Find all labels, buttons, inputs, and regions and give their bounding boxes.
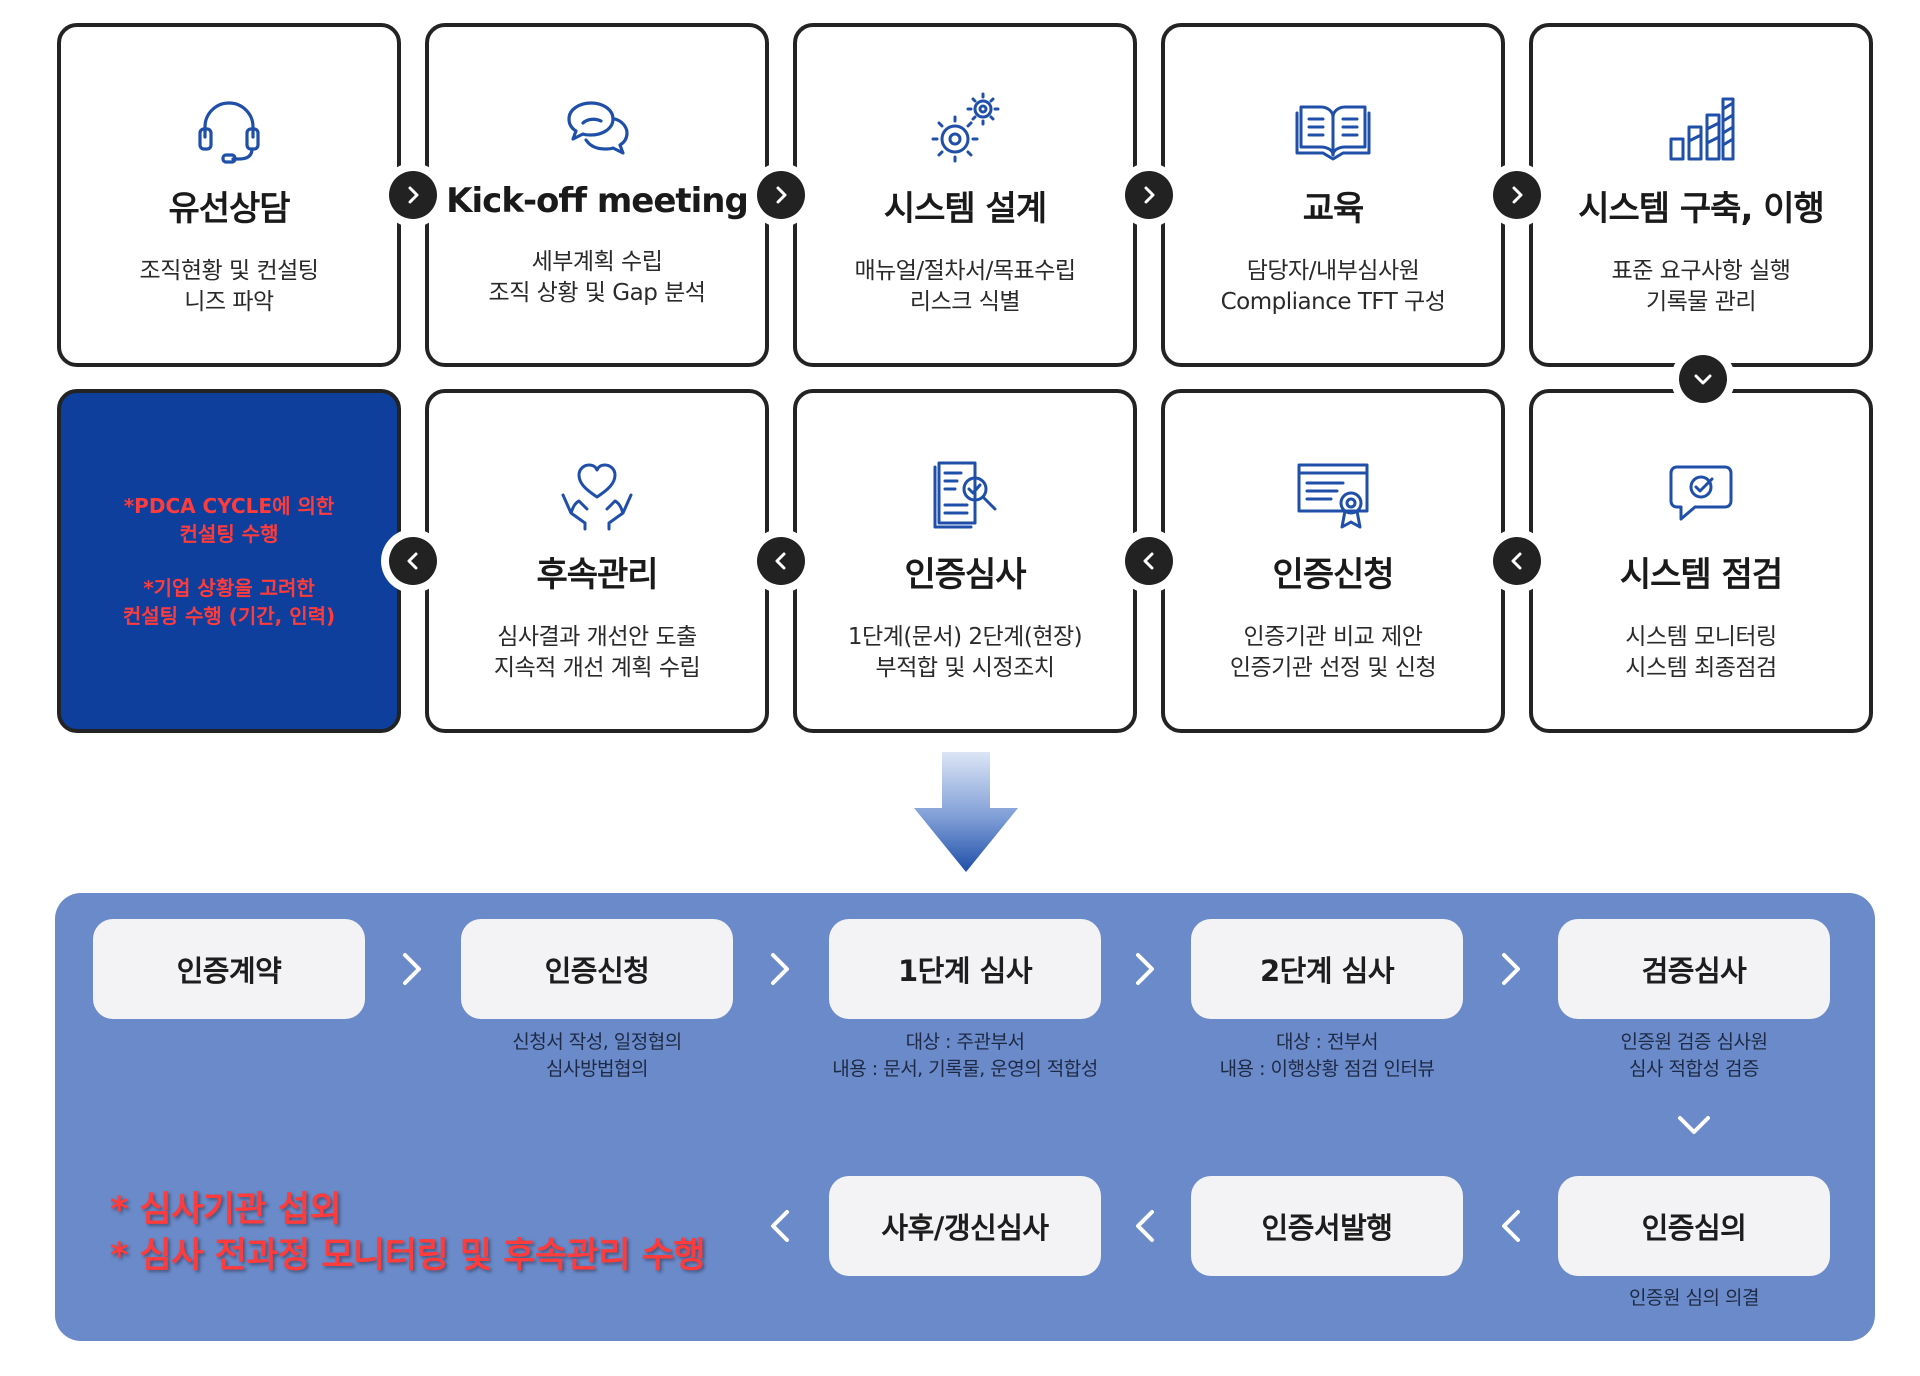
down-arrow-icon xyxy=(914,752,1018,872)
card-title: 인증신청 xyxy=(1272,555,1394,595)
card-desc: 1단계(문서) 2단계(현장) 부적합 및 시정조치 xyxy=(847,624,1083,681)
process-card-consult: 유선상담 조직현황 및 컨설팅 니즈 파악 xyxy=(57,23,401,367)
step-certification-review: 인증심의 xyxy=(1558,1176,1830,1276)
step-stage2-audit: 2단계 심사 xyxy=(1191,919,1463,1019)
step-application: 인증신청 xyxy=(461,919,733,1019)
chevron-left-icon xyxy=(1125,1206,1165,1246)
chevron-right-icon xyxy=(760,949,800,989)
chevron-left-icon xyxy=(407,552,418,570)
process-card-design: 시스템 설계 매뉴얼/절차서/목표수립 리스크 식별 xyxy=(793,23,1137,367)
process-card-education: 교육 담당자/내부심사원 Compliance TFT 구성 xyxy=(1161,23,1505,367)
chevron-left-icon xyxy=(760,1206,800,1246)
card-title: 후속관리 xyxy=(536,555,658,595)
certification-panel: 인증계약 인증신청 1단계 심사 2단계 심사 검증심사 신청서 작성, 일정협… xyxy=(55,893,1875,1341)
arrow-left-connector xyxy=(381,529,445,593)
step-verification-audit: 검증심사 xyxy=(1558,919,1830,1019)
chevron-right-icon xyxy=(1491,949,1531,989)
arrow-left-connector xyxy=(749,529,813,593)
step-stage1-desc: 대상 : 주관부서 내용 : 문서, 기록물, 운영의 적합성 xyxy=(832,1031,1098,1080)
step-post-renewal-audit: 사후/갱신심사 xyxy=(829,1176,1101,1276)
arrow-left-connector xyxy=(1485,529,1549,593)
arrow-left-connector xyxy=(1117,529,1181,593)
chevron-right-icon xyxy=(776,186,787,204)
step-review-desc: 인증원 심의 의결 xyxy=(1629,1287,1759,1309)
chevron-left-icon xyxy=(775,552,786,570)
chevron-left-icon xyxy=(1143,552,1154,570)
check-bubble-icon xyxy=(1661,455,1741,535)
card-desc: 매뉴얼/절차서/목표수립 리스크 식별 xyxy=(854,258,1076,315)
process-card-build: 시스템 구축, 이행 표준 요구사항 실행 기록물 관리 xyxy=(1529,23,1873,367)
card-desc: 표준 요구사항 실행 기록물 관리 xyxy=(1611,258,1791,315)
chevron-down-icon xyxy=(1674,1105,1714,1145)
step-verification-desc: 인증원 검증 심사원 심사 적합성 검증 xyxy=(1620,1031,1768,1080)
headset-icon xyxy=(189,89,269,169)
step-application-desc: 신청서 작성, 일정협의 심사방법협의 xyxy=(512,1031,682,1080)
chevron-right-icon xyxy=(392,949,432,989)
card-title: 시스템 구축, 이행 xyxy=(1578,189,1825,229)
step-stage2-desc: 대상 : 전부서 내용 : 이행상황 점검 인터뷰 xyxy=(1219,1031,1435,1080)
card-title: 시스템 설계 xyxy=(883,189,1047,229)
step-stage1-audit: 1단계 심사 xyxy=(829,919,1101,1019)
chevron-left-icon xyxy=(1511,552,1522,570)
card-title: 교육 xyxy=(1302,189,1365,229)
step-contract: 인증계약 xyxy=(93,919,365,1019)
gears-icon xyxy=(925,89,1005,169)
process-card-kickoff: Kick-off meeting 세부계획 수립 조직 상황 및 Gap 분석 xyxy=(425,23,769,367)
process-card-followup: 후속관리 심사결과 개선안 도출 지속적 개선 계획 수립 xyxy=(425,389,769,733)
arrow-right-connector xyxy=(381,163,445,227)
document-search-icon xyxy=(925,455,1005,535)
step-certificate-issue: 인증서발행 xyxy=(1191,1176,1463,1276)
heart-hands-icon xyxy=(557,455,637,535)
card-title: 유선상담 xyxy=(168,189,290,229)
arrow-right-connector xyxy=(1117,163,1181,227)
certificate-icon xyxy=(1293,455,1373,535)
card-title: Kick-off meeting xyxy=(446,181,749,221)
chevron-left-icon xyxy=(1491,1206,1531,1246)
arrow-right-connector xyxy=(749,163,813,227)
chevron-right-icon xyxy=(1144,186,1155,204)
card-desc: 인증기관 비교 제안 인증기관 선정 및 신청 xyxy=(1229,624,1437,681)
arrow-down-connector xyxy=(1671,347,1735,411)
pdca-note-card: *PDCA CYCLE에 의한 컨설팅 수행 *기업 상황을 고려한 컨설팅 수… xyxy=(57,389,401,733)
chat-bubbles-icon xyxy=(557,89,637,169)
chevron-right-icon xyxy=(1125,949,1165,989)
process-card-application: 인증신청 인증기관 비교 제안 인증기관 선정 및 신청 xyxy=(1161,389,1505,733)
arrow-right-connector xyxy=(1485,163,1549,227)
chevron-down-icon xyxy=(1694,374,1712,385)
card-desc: 담당자/내부심사원 Compliance TFT 구성 xyxy=(1220,258,1446,315)
chevron-right-icon xyxy=(408,186,419,204)
card-desc: 세부계획 수립 조직 상황 및 Gap 분석 xyxy=(488,249,706,306)
card-title: 인증심사 xyxy=(904,555,1026,595)
process-card-audit: 인증심사 1단계(문서) 2단계(현장) 부적합 및 시정조치 xyxy=(793,389,1137,733)
bar-growth-icon xyxy=(1661,89,1741,169)
card-title: 시스템 점검 xyxy=(1619,555,1783,595)
card-desc: 조직현황 및 컨설팅 니즈 파악 xyxy=(139,258,319,315)
note-text: *PDCA CYCLE에 의한 컨설팅 수행 *기업 상황을 고려한 컨설팅 수… xyxy=(122,494,336,628)
process-card-inspection: 시스템 점검 시스템 모니터링 시스템 최종점검 xyxy=(1529,389,1873,733)
card-desc: 시스템 모니터링 시스템 최종점검 xyxy=(1625,624,1777,681)
open-book-icon xyxy=(1293,89,1373,169)
audit-note: * 심사기관 섭외 * 심사 전과정 모니터링 및 후속관리 수행 xyxy=(110,1190,706,1276)
chevron-right-icon xyxy=(1512,186,1523,204)
card-desc: 심사결과 개선안 도출 지속적 개선 계획 수립 xyxy=(493,624,701,681)
